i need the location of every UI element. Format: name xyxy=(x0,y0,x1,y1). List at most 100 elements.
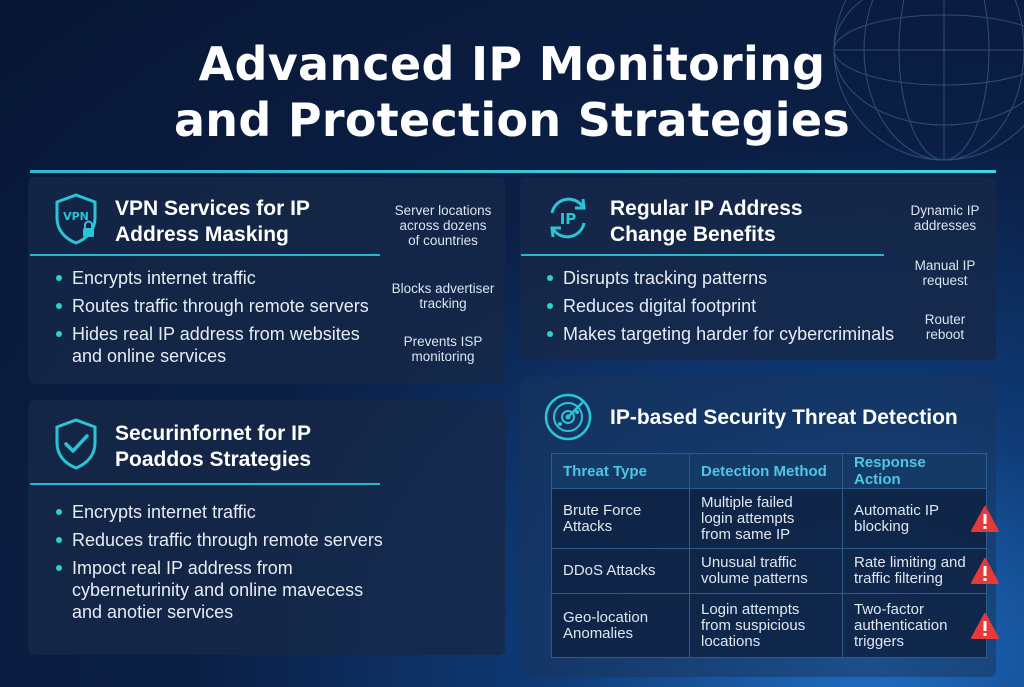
shield-check-icon xyxy=(55,418,97,470)
threat-detection-heading: IP-based Security Threat Detection xyxy=(610,406,958,429)
vpn-heading: VPN Services for IP Address Masking xyxy=(115,196,310,248)
vpn-heading-line-2: Address Masking xyxy=(115,223,289,246)
vpn-panel xyxy=(28,177,505,384)
vpn-heading-underline xyxy=(30,254,380,256)
title-divider xyxy=(30,170,996,173)
ip-change-bullet-list: Disrupts tracking patterns Reduces digit… xyxy=(546,267,916,351)
vpn-side-note-1: Server locations across dozens of countr… xyxy=(383,203,503,248)
security-strategies-panel xyxy=(28,400,505,655)
side-note-line: across dozens xyxy=(399,218,487,233)
ip-icon-label: IP xyxy=(560,210,577,228)
list-item: Reduces digital footprint xyxy=(546,295,916,317)
cell-line: login attempts xyxy=(701,509,795,527)
side-note-line: Router xyxy=(924,312,966,327)
cell-line: volume patterns xyxy=(701,570,808,587)
side-note-line: Blocks advertiser xyxy=(391,281,495,296)
page-title: Advanced IP Monitoring and Protection St… xyxy=(0,36,1024,148)
side-note-line: reboot xyxy=(925,327,965,342)
list-item: Disrupts tracking patterns xyxy=(546,267,916,289)
bullet-text-cont: cyberneturinity and online mavecess xyxy=(72,580,364,600)
vpn-icon-label: VPN xyxy=(63,210,89,223)
warning-icon xyxy=(971,505,999,532)
list-item: Routes traffic through remote servers xyxy=(55,295,395,317)
globe-graphic xyxy=(833,0,1024,161)
vpn-shield-icon: VPN xyxy=(55,193,97,245)
bullet-text-cont: and online services xyxy=(72,346,227,366)
cell-line: authentication xyxy=(854,616,948,634)
side-note-line: addresses xyxy=(913,218,977,233)
warning-icon xyxy=(971,558,999,584)
side-note-line: tracking xyxy=(419,296,467,311)
side-note-line: Manual IP xyxy=(914,258,976,273)
vpn-bullet-list: Encrypts internet traffic Routes traffic… xyxy=(55,267,395,367)
cell-line: Attacks xyxy=(563,517,613,535)
cell-line: Automatic IP xyxy=(854,501,940,519)
side-note-line: Dynamic IP xyxy=(910,203,980,218)
cell-line: Login attempts xyxy=(701,600,800,618)
side-note-line: monitoring xyxy=(411,349,475,364)
vpn-side-note-3: Prevents ISP monitoring xyxy=(383,334,503,364)
security-bullet-list: Encrypts internet traffic Reduces traffi… xyxy=(55,501,455,623)
cell-line: traffic filtering xyxy=(854,570,943,587)
security-heading-line-2: Poaddos Strategies xyxy=(115,448,312,471)
side-note-line: Server locations xyxy=(394,203,492,218)
cell-line: Geo-location xyxy=(563,608,649,626)
ip-refresh-icon: IP xyxy=(550,197,586,239)
threat-table: Threat Type Detection Method Response Ac… xyxy=(551,453,999,658)
cell-line: from same IP xyxy=(701,525,791,543)
radar-icon xyxy=(544,393,592,441)
bullet-text: Impoct real IP address from xyxy=(72,558,293,578)
cell-line: from suspicious xyxy=(701,616,806,634)
ip-change-heading-underline xyxy=(521,254,884,256)
cell-line: DDoS Attacks xyxy=(563,562,656,579)
ip-change-heading-line-2: Change Benefits xyxy=(610,223,776,246)
ip-change-side-note-3: Router reboot xyxy=(893,312,997,342)
vpn-heading-line-1: VPN Services for IP xyxy=(115,197,310,220)
security-heading-line-1: Securinfornet for IP xyxy=(115,422,312,445)
bullet-text-cont: and anotier services xyxy=(72,602,234,622)
list-item: Reduces traffic through remote servers xyxy=(55,529,455,551)
ip-change-heading: Regular IP Address Change Benefits xyxy=(610,196,803,248)
side-note-line: of countries xyxy=(408,233,478,248)
cell-line: Rate limiting and xyxy=(854,554,966,571)
list-item: Encrypts internet traffic xyxy=(55,267,395,289)
cell-line: blocking xyxy=(854,517,910,535)
cell-line: Anomalies xyxy=(563,624,634,642)
column-header-detection-method: Detection Method xyxy=(689,453,843,489)
side-note-line: Prevents ISP xyxy=(403,334,483,349)
ip-change-side-note-2: Manual IP request xyxy=(893,258,997,288)
list-item: Makes targeting harder for cybercriminal… xyxy=(546,323,916,345)
list-item: Encrypts internet traffic xyxy=(55,501,455,523)
column-header-response-action: Response Action xyxy=(842,453,987,489)
ip-change-heading-line-1: Regular IP Address xyxy=(610,197,803,220)
side-note-line: request xyxy=(922,273,968,288)
table-header-row: Threat Type Detection Method Response Ac… xyxy=(551,453,987,489)
warning-icon xyxy=(971,612,999,639)
title-line-2: and Protection Strategies xyxy=(173,93,851,147)
cell-line: Two-factor xyxy=(854,600,925,618)
cell-line: Brute Force xyxy=(563,501,642,519)
column-header-threat-type: Threat Type xyxy=(551,453,690,489)
title-line-1: Advanced IP Monitoring xyxy=(198,37,826,91)
security-heading-underline xyxy=(30,483,380,485)
cell-line: triggers xyxy=(854,632,905,650)
vpn-side-note-2: Blocks advertiser tracking xyxy=(383,281,503,311)
bullet-text: Hides real IP address from websites xyxy=(72,324,360,344)
cell-line: locations xyxy=(701,632,761,650)
ip-change-panel xyxy=(520,177,996,360)
cell-line: Multiple failed xyxy=(701,493,793,511)
ip-change-side-note-1: Dynamic IP addresses xyxy=(893,203,997,233)
